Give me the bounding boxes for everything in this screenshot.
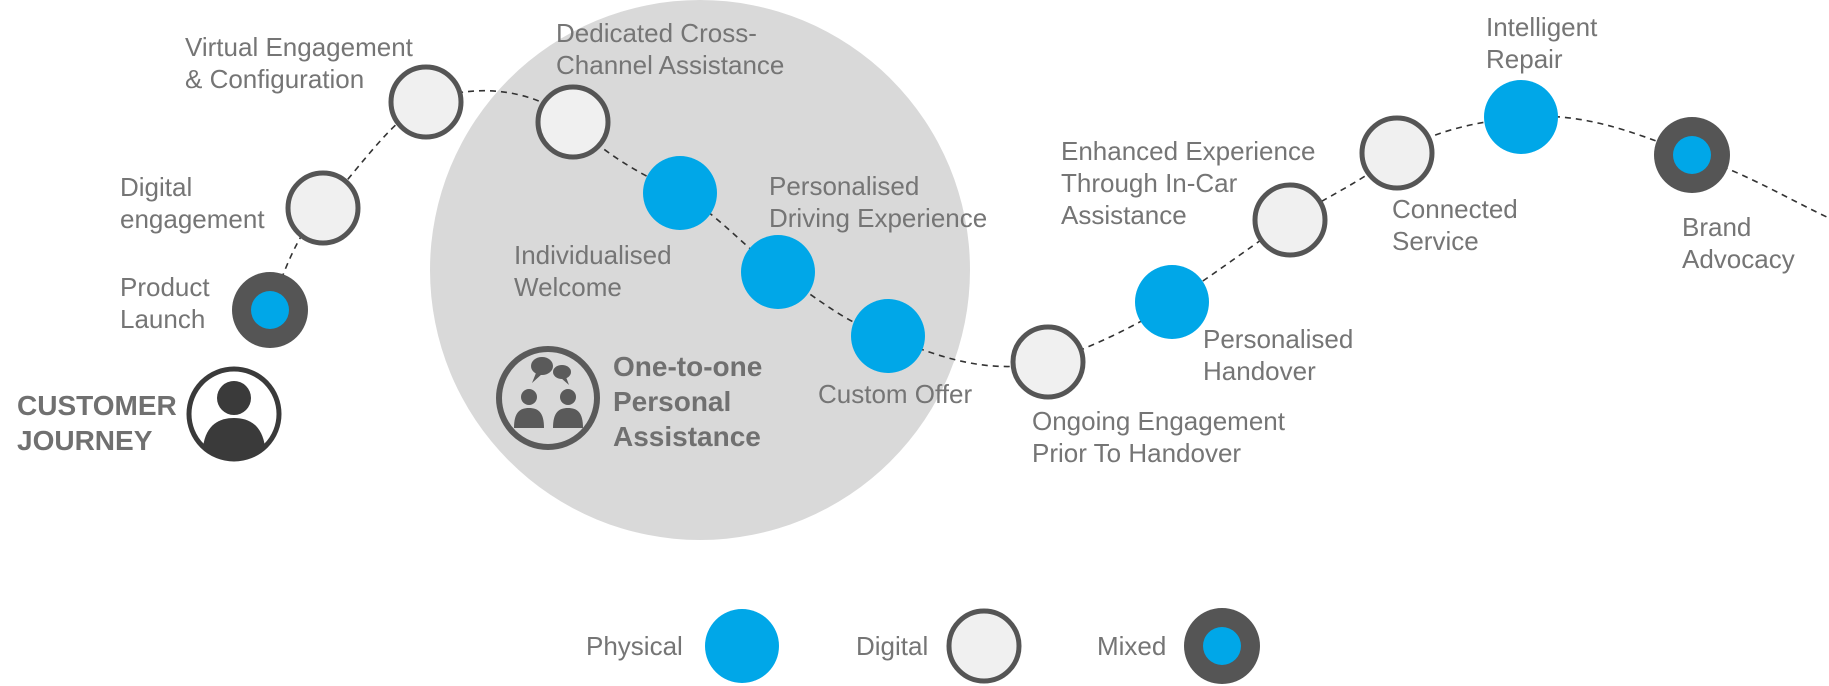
stage-label-9-line-2: Handover [1203,356,1316,386]
stage-label-11-line-1: Connected [1392,194,1518,224]
legend-label-physical: Physical [586,631,683,661]
stage-label-13-line-1: Brand [1682,212,1751,242]
legend: Physical Digital Mixed [586,608,1260,684]
stage-node-1-mixed [232,272,308,348]
stage-node-9-physical [1135,265,1209,339]
one-to-one-assistance-label: One-to-one Personal Assistance [613,351,762,452]
stage-label-10-line-2: Through In-Car [1061,168,1238,198]
legend-swatch-mixed [1184,608,1260,684]
legend-label-digital: Digital [856,631,928,661]
stage-label-4-line-2: Channel Assistance [556,50,784,80]
stage-label-3: Virtual Engagement& Configuration [185,32,414,94]
stage-label-11-line-2: Service [1392,226,1479,256]
user-icon [186,366,282,462]
stage-label-8-line-1: Ongoing Engagement [1032,406,1286,436]
stage-label-13-line-2: Advocacy [1682,244,1795,274]
stage-node-12-physical [1484,80,1558,154]
legend-swatch-digital [946,608,1022,684]
stage-node-8-digital [1010,324,1086,400]
journey-title-line-1: CUSTOMER [17,390,177,421]
highlight-zone-circle [430,0,970,540]
stage-label-5-line-1: Individualised [514,240,672,270]
stage-label-6-line-1: Personalised [769,171,919,201]
legend-swatch-physical [705,609,779,683]
stage-node-5-physical [643,156,717,230]
stage-node-3-digital [388,64,464,140]
stage-label-3-line-2: & Configuration [185,64,364,94]
stage-label-12-line-1: Intelligent [1486,12,1598,42]
stage-node-13-mixed [1654,117,1730,193]
stage-node-11-digital [1359,115,1435,191]
stage-node-2-digital [285,170,361,246]
stage-label-6-line-2: Driving Experience [769,203,987,233]
journey-title-line-2: JOURNEY [17,425,153,456]
stage-label-7-line-1: Custom Offer [818,379,972,409]
legend-label-mixed: Mixed [1097,631,1166,661]
stage-node-4-digital [535,84,611,160]
stage-label-3-line-1: Virtual Engagement [185,32,414,62]
stage-label-1-line-2: Launch [120,304,205,334]
journey-title: CUSTOMER JOURNEY [17,390,177,456]
stage-node-6-physical [741,235,815,309]
stage-label-4: Dedicated Cross-Channel Assistance [556,18,784,80]
stage-label-9-line-1: Personalised [1203,324,1353,354]
stage-label-12-line-2: Repair [1486,44,1563,74]
highlight-line-3: Assistance [613,421,761,452]
stage-label-1-line-1: Product [120,272,210,302]
stage-label-10-line-3: Assistance [1061,200,1187,230]
people-chat-icon [496,346,600,450]
stage-label-8-line-2: Prior To Handover [1032,438,1241,468]
stage-label-4-line-1: Dedicated Cross- [556,18,757,48]
stage-label-7: Custom Offer [818,379,972,409]
stage-node-7-physical [851,299,925,373]
stage-node-10-digital [1252,182,1328,258]
highlight-line-1: One-to-one [613,351,762,382]
stage-label-2-line-1: Digital [120,172,192,202]
highlight-line-2: Personal [613,386,731,417]
stage-label-2-line-2: engagement [120,204,265,234]
stage-label-10-line-1: Enhanced Experience [1061,136,1315,166]
stage-label-5-line-2: Welcome [514,272,622,302]
